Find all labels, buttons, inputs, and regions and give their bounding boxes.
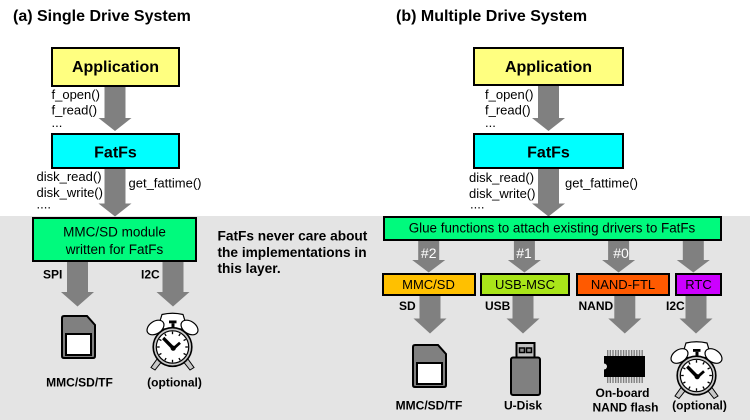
svg-text:RTC: RTC <box>685 277 711 292</box>
svg-text:FatFs never care about: FatFs never care about <box>218 229 368 244</box>
svg-text:disk_write(): disk_write() <box>37 185 103 200</box>
svg-text:(a) Single Drive System: (a) Single Drive System <box>13 8 191 25</box>
svg-text:MMC/SD: MMC/SD <box>402 277 455 292</box>
svg-text:NAND flash: NAND flash <box>592 401 658 415</box>
svg-text:....: .... <box>470 197 484 212</box>
svg-text:#2: #2 <box>421 245 437 261</box>
svg-text:FatFs: FatFs <box>94 145 137 162</box>
svg-text:....: .... <box>37 197 51 212</box>
svg-text:...: ... <box>52 115 63 130</box>
svg-text:Application: Application <box>72 59 159 76</box>
svg-text:SD: SD <box>399 299 416 313</box>
svg-text:disk_write(): disk_write() <box>469 186 535 201</box>
svg-text:#0: #0 <box>613 245 629 261</box>
svg-text:(b) Multiple Drive System: (b) Multiple Drive System <box>396 8 587 25</box>
svg-text:NAND: NAND <box>579 299 614 313</box>
svg-text:MMC/SD module: MMC/SD module <box>63 225 166 240</box>
svg-text:get_fattime(): get_fattime() <box>565 176 638 191</box>
svg-text:Application: Application <box>505 59 592 76</box>
svg-text:USB: USB <box>485 299 511 313</box>
svg-text:FatFs: FatFs <box>527 145 570 162</box>
svg-text:this layer.: this layer. <box>218 261 281 276</box>
svg-text:I2C: I2C <box>666 299 685 313</box>
svg-text:Glue functions to attach exist: Glue functions to attach existing driver… <box>409 220 696 235</box>
svg-text:#1: #1 <box>516 245 532 261</box>
svg-text:f_open(): f_open() <box>52 87 100 102</box>
svg-text:NAND-FTL: NAND-FTL <box>591 277 655 292</box>
svg-text:U-Disk: U-Disk <box>504 399 542 413</box>
svg-text:the implementations in: the implementations in <box>218 245 367 260</box>
svg-text:SPI: SPI <box>43 268 62 282</box>
svg-text:f_read(): f_read() <box>52 103 98 118</box>
svg-text:...: ... <box>485 115 496 130</box>
svg-text:On-board: On-board <box>596 386 650 400</box>
svg-text:disk_read(): disk_read() <box>37 169 102 184</box>
svg-text:(optional): (optional) <box>147 376 202 390</box>
svg-text:f_read(): f_read() <box>485 103 531 118</box>
svg-text:(optional): (optional) <box>672 399 727 413</box>
svg-text:f_open(): f_open() <box>485 87 533 102</box>
svg-text:I2C: I2C <box>141 268 160 282</box>
svg-text:MMC/SD/TF: MMC/SD/TF <box>46 376 113 390</box>
svg-text:disk_read(): disk_read() <box>469 170 534 185</box>
svg-text:written for FatFs: written for FatFs <box>65 242 164 257</box>
svg-text:USB-MSC: USB-MSC <box>495 277 555 292</box>
svg-text:MMC/SD/TF: MMC/SD/TF <box>396 399 463 413</box>
svg-text:get_fattime(): get_fattime() <box>129 176 202 191</box>
